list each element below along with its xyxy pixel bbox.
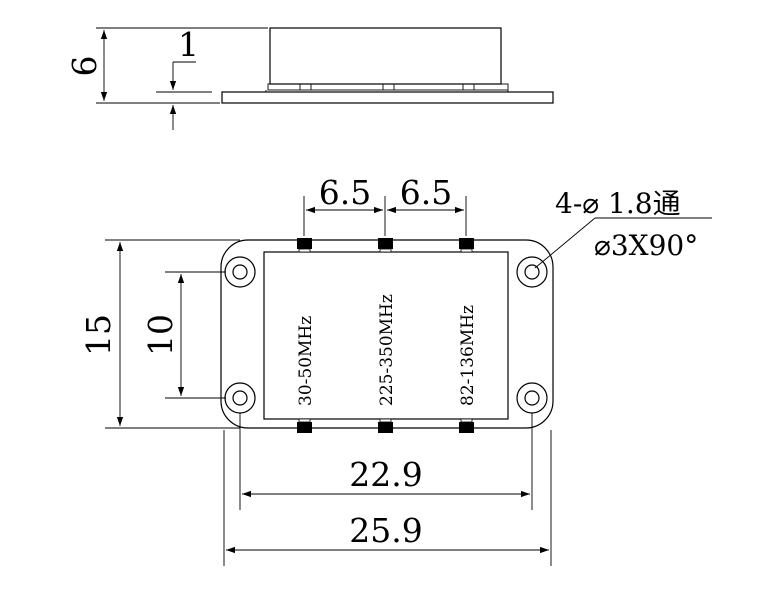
pin-spacing-label-right: 6.5: [400, 173, 452, 212]
band-label-1: 30-50MHz: [296, 316, 316, 406]
pin-top-3: [459, 238, 474, 249]
pins: [297, 238, 474, 433]
outer-height-label: 15: [79, 314, 118, 356]
mounting-hole-top-right: [516, 256, 548, 288]
side-body-outline: [269, 27, 502, 85]
pin-bottom-3: [459, 422, 474, 433]
side-pin-strip: [267, 83, 509, 91]
pin-bottom-2: [378, 422, 393, 433]
mounting-hole-bottom-right: [516, 382, 548, 414]
pin-spacing-label-left: 6.5: [319, 173, 371, 212]
top-view: 30-50MHz 225-350MHz 82-136MHz 6.5 6.5 4-…: [79, 173, 712, 566]
pin-top-1: [297, 238, 312, 249]
pin-bottom-1: [297, 422, 312, 433]
side-flange-outline: [221, 91, 554, 104]
band-label-2: 225-350MHz: [377, 294, 397, 406]
flange-dimension-label: 1: [178, 25, 199, 64]
mounting-hole-bottom-left: [224, 382, 256, 414]
side-view: 6 1: [65, 25, 554, 130]
pin-top-2: [378, 238, 393, 249]
outer-width-label: 25.9: [349, 511, 422, 550]
hole-center-label: 22.9: [349, 455, 422, 494]
hole-callout-line-1: 4-⌀ 1.8通: [555, 187, 681, 220]
hole-callout-leader: [534, 217, 596, 269]
band-label-3: 82-136MHz: [458, 305, 478, 406]
height-dimension-label: 6: [65, 56, 104, 77]
mounting-hole-top-left: [224, 256, 256, 288]
hole-spacing-label: 10: [141, 314, 180, 356]
hole-callout-line-2: ⌀3X90°: [594, 229, 698, 262]
